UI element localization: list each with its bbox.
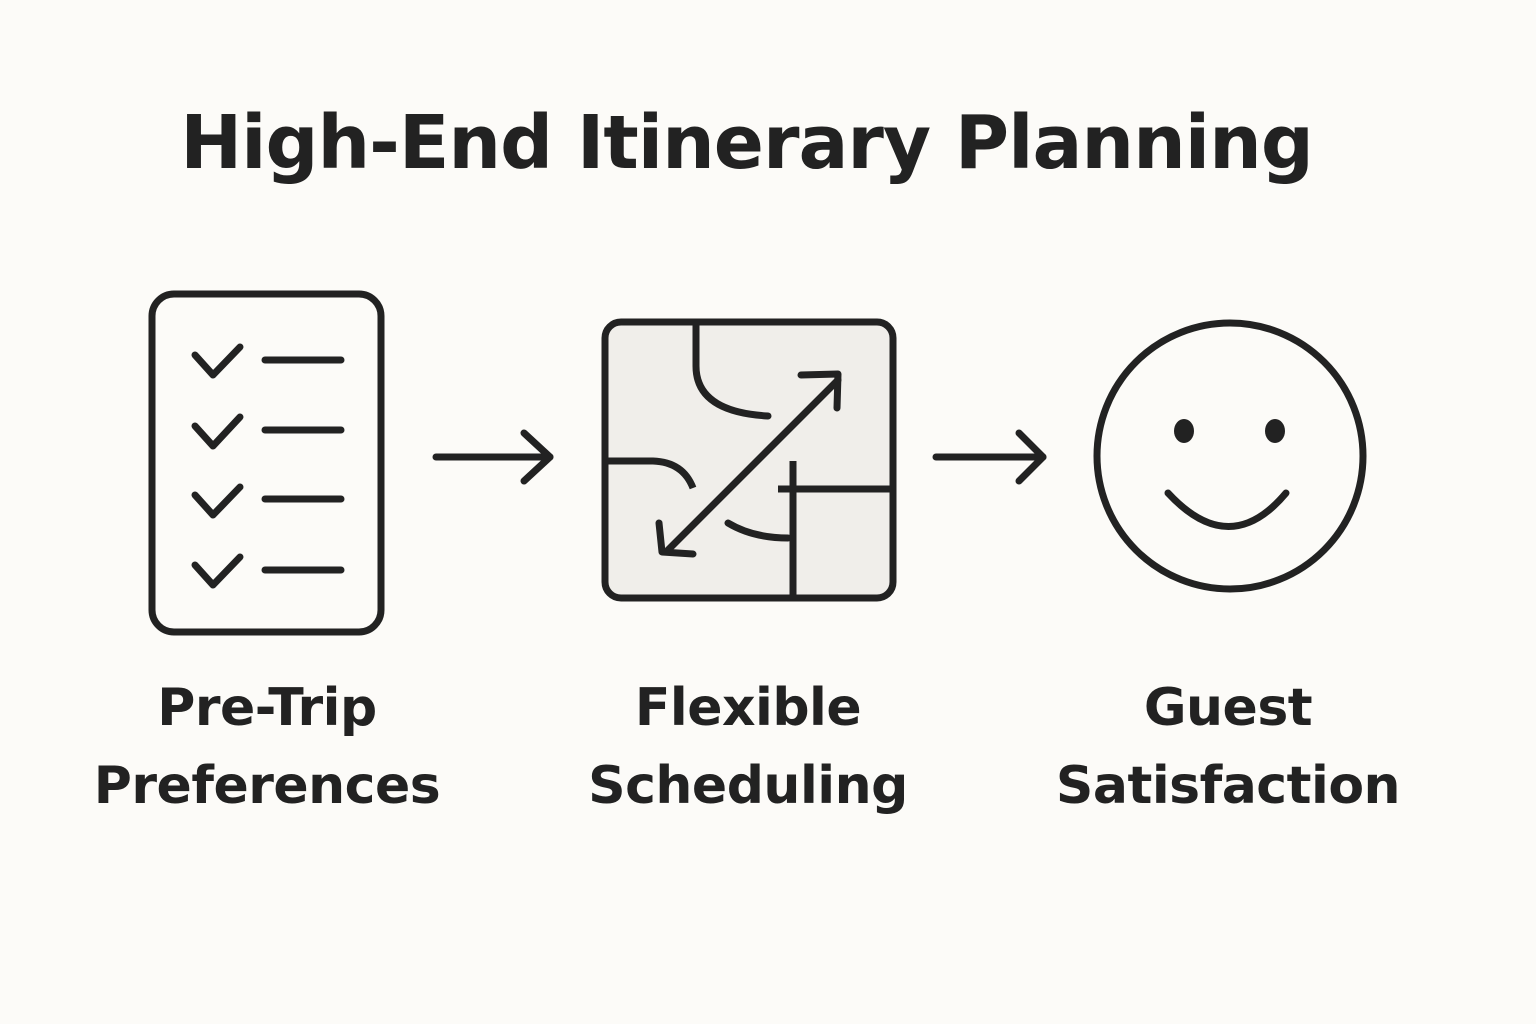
diagram-title: High-End Itinerary Planning	[180, 100, 1314, 186]
step-label-guest-satisfaction: Guest Satisfaction	[1028, 669, 1428, 825]
checklist-icon	[145, 287, 390, 639]
step-label-line: Flexible	[634, 678, 862, 738]
checkmark-4	[191, 553, 244, 589]
smiley-left-eye	[1174, 419, 1194, 443]
smiley-right-eye	[1265, 419, 1285, 443]
smiley-face-icon	[1090, 316, 1370, 596]
smiley-mouth	[1164, 489, 1290, 530]
step-label-line: Guest	[1143, 678, 1313, 738]
step-label-line: Pre-Trip	[157, 678, 377, 738]
checkmark-2	[191, 413, 244, 450]
arrow-right-icon	[430, 428, 560, 488]
route-diagonal-arrow	[664, 376, 842, 554]
checkmark-1	[191, 343, 244, 379]
step-label-pre-trip-preferences: Pre-Trip Preferences	[67, 669, 467, 825]
map-route-icon	[598, 316, 900, 606]
checkmark-3	[191, 483, 244, 519]
map-road-1	[692, 320, 772, 420]
step-label-line: Scheduling	[588, 756, 908, 816]
map-road-2	[608, 457, 697, 490]
step-label-flexible-scheduling: Flexible Scheduling	[548, 669, 948, 825]
arrow-right-icon	[930, 428, 1060, 488]
step-label-line: Satisfaction	[1055, 756, 1401, 816]
step-label-line: Preferences	[93, 756, 441, 816]
map-road-3	[724, 519, 792, 542]
